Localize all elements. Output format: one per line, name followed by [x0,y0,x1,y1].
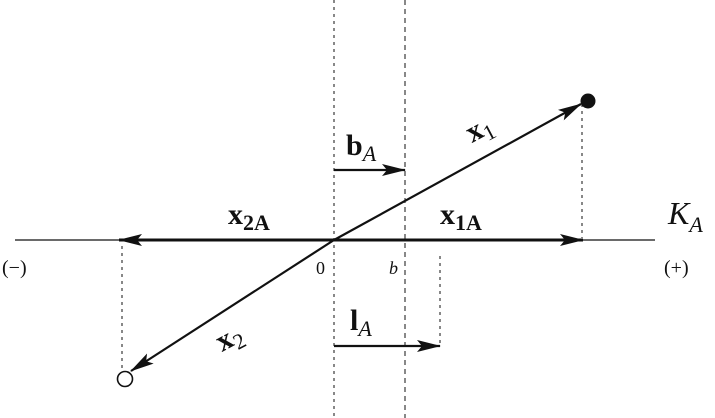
point-x2 [116,370,134,388]
label-x2A: x2A [228,198,270,235]
positive-side-label: (+) [664,257,689,279]
tick-zero: 0 [316,258,325,278]
vector-x2 [130,239,335,372]
label-x1A: x1A [440,198,482,235]
label-x1: x1 [460,108,500,153]
label-lA: lA [350,304,372,341]
label-bA: bA [346,129,377,166]
tick-b: b [389,258,398,278]
label-x2: x2 [210,317,250,362]
vector-x1 [333,103,582,241]
axis-label: KA [667,195,703,237]
point-x1 [580,93,596,109]
negative-side-label: (−) [2,257,27,279]
